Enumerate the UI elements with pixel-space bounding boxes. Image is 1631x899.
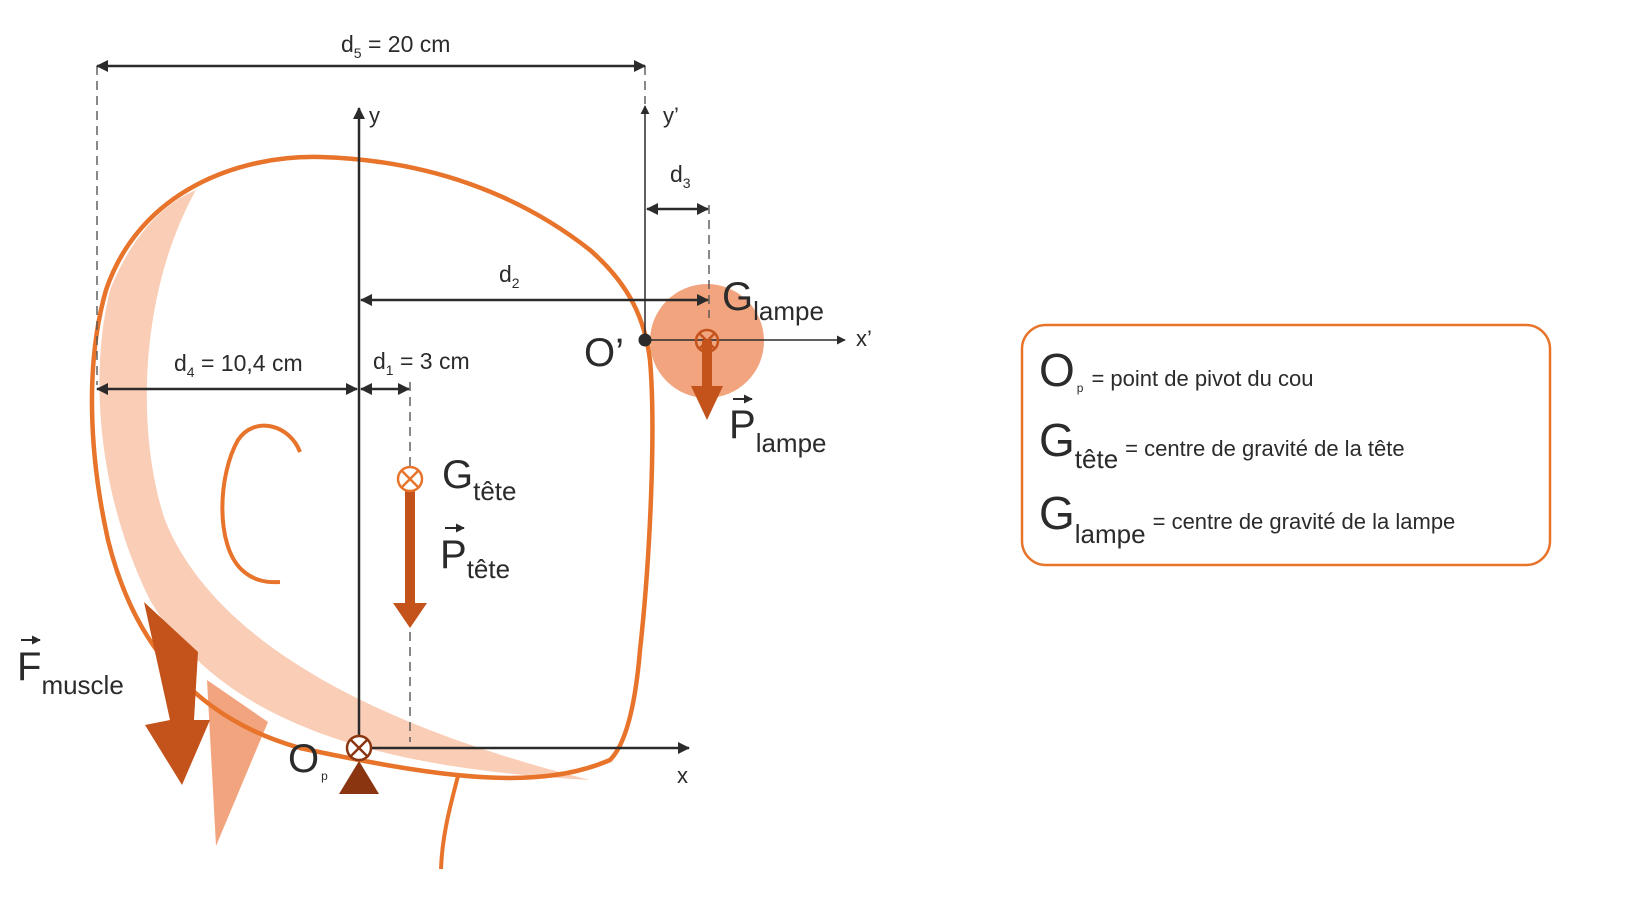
p-tete-label: Ptête (440, 523, 510, 584)
legend-box (1020, 323, 1552, 567)
neck-line (439, 775, 460, 870)
svg-text:Plampe: Plampe (729, 403, 827, 458)
o-prime-point (638, 333, 652, 347)
p-tete-arrow (393, 491, 427, 628)
svg-text:Ptête: Ptête (440, 533, 510, 584)
x-axis-label: x (677, 763, 688, 788)
pivot-support (339, 761, 379, 794)
y-axis-label: y (369, 103, 380, 128)
legend-item-glampe: Glampe= centre de gravité de la lampe (1039, 487, 1455, 549)
g-lampe-label: Glampe (722, 275, 824, 326)
o-prime-label: O’ (584, 331, 624, 375)
head-outline (89, 154, 655, 781)
p-lampe-label: Plampe (729, 394, 827, 458)
op-marker (345, 734, 373, 762)
x-prime-label: x’ (856, 326, 872, 351)
d3-label: d3 (670, 161, 691, 191)
p-lampe-arrow (691, 340, 723, 420)
d5-label: d5 = 20 cm (341, 31, 450, 61)
ear-outline (220, 423, 302, 585)
svg-text:Fmuscle: Fmuscle (17, 645, 124, 700)
d1-label: d1 = 3 cm (373, 348, 470, 378)
g-lampe-marker (694, 328, 720, 354)
f-muscle-label: Fmuscle (17, 635, 124, 700)
y-prime-label: y’ (663, 103, 679, 128)
head-shading (99, 190, 590, 780)
f-muscle-arrow (144, 602, 210, 785)
g-tete-label: Gtête (442, 453, 517, 506)
d2-label: d2 (499, 261, 520, 291)
d4-label: d4 = 10,4 cm (174, 350, 303, 380)
neck-muscle-shape (207, 680, 268, 846)
legend-item-gtete: Gtête= centre de gravité de la tête (1039, 414, 1405, 474)
g-tete-marker (396, 465, 424, 493)
